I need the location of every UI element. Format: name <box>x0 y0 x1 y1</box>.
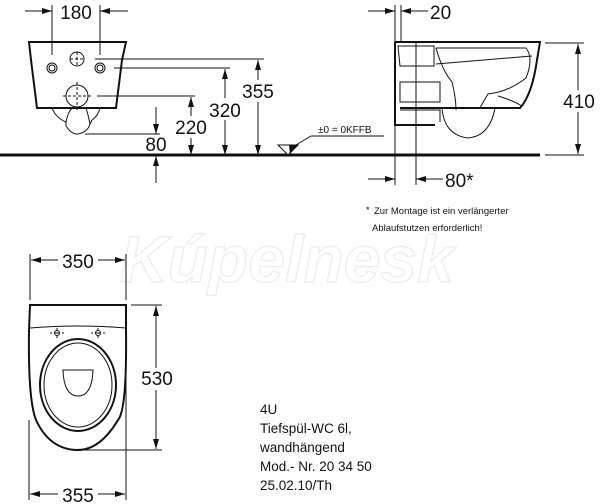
info-model-number: Mod.- Nr. 20 34 50 <box>260 459 372 474</box>
dim-355-bottom: 355 <box>62 486 94 504</box>
dim-180: 180 <box>60 3 92 24</box>
dim-350: 350 <box>62 252 94 273</box>
front-bowl-outline <box>27 41 128 109</box>
note-line-2: Ablaufstutzen erforderlich! <box>372 223 482 234</box>
note-star: * <box>366 205 370 216</box>
note-line-1: Zur Montage ist ein verlängerter <box>374 206 509 217</box>
dim-530: 530 <box>141 369 173 390</box>
floor-reference-label: ±0 = 0KFFB <box>318 125 372 136</box>
dim-410: 410 <box>563 92 595 113</box>
watermark: Kúpelnesk <box>120 222 457 296</box>
info-series: 4U <box>260 402 277 417</box>
info-mounting: wandhängend <box>259 440 345 455</box>
top-bowl-outline <box>27 304 128 452</box>
front-trap-outline <box>51 107 101 135</box>
info-date: 25.02.10/Th <box>260 478 332 493</box>
seat-outline <box>39 338 117 432</box>
title-block: 4U Tiefspül-WC 6l, wandhängend Mod.- Nr.… <box>259 402 372 493</box>
fixing-hole-right <box>94 62 106 74</box>
info-product: Tiefspül-WC 6l, <box>260 421 352 436</box>
dim-355: 355 <box>242 82 274 103</box>
dim-220: 220 <box>175 118 207 139</box>
dim-80: 80 <box>145 135 166 156</box>
top-view: 350 530 355 <box>27 252 173 504</box>
front-view: 180 355 320 220 80 <box>25 3 276 183</box>
dim-80-star: 80* <box>445 171 474 192</box>
floor-reference-marker: ±0 = 0KFFB <box>276 125 384 156</box>
fixing-hole-left <box>46 62 58 74</box>
dim-20: 20 <box>430 3 451 24</box>
bowl-opening <box>62 369 94 397</box>
dim-320: 320 <box>209 101 241 122</box>
side-view: 20 410 80* <box>368 3 598 192</box>
